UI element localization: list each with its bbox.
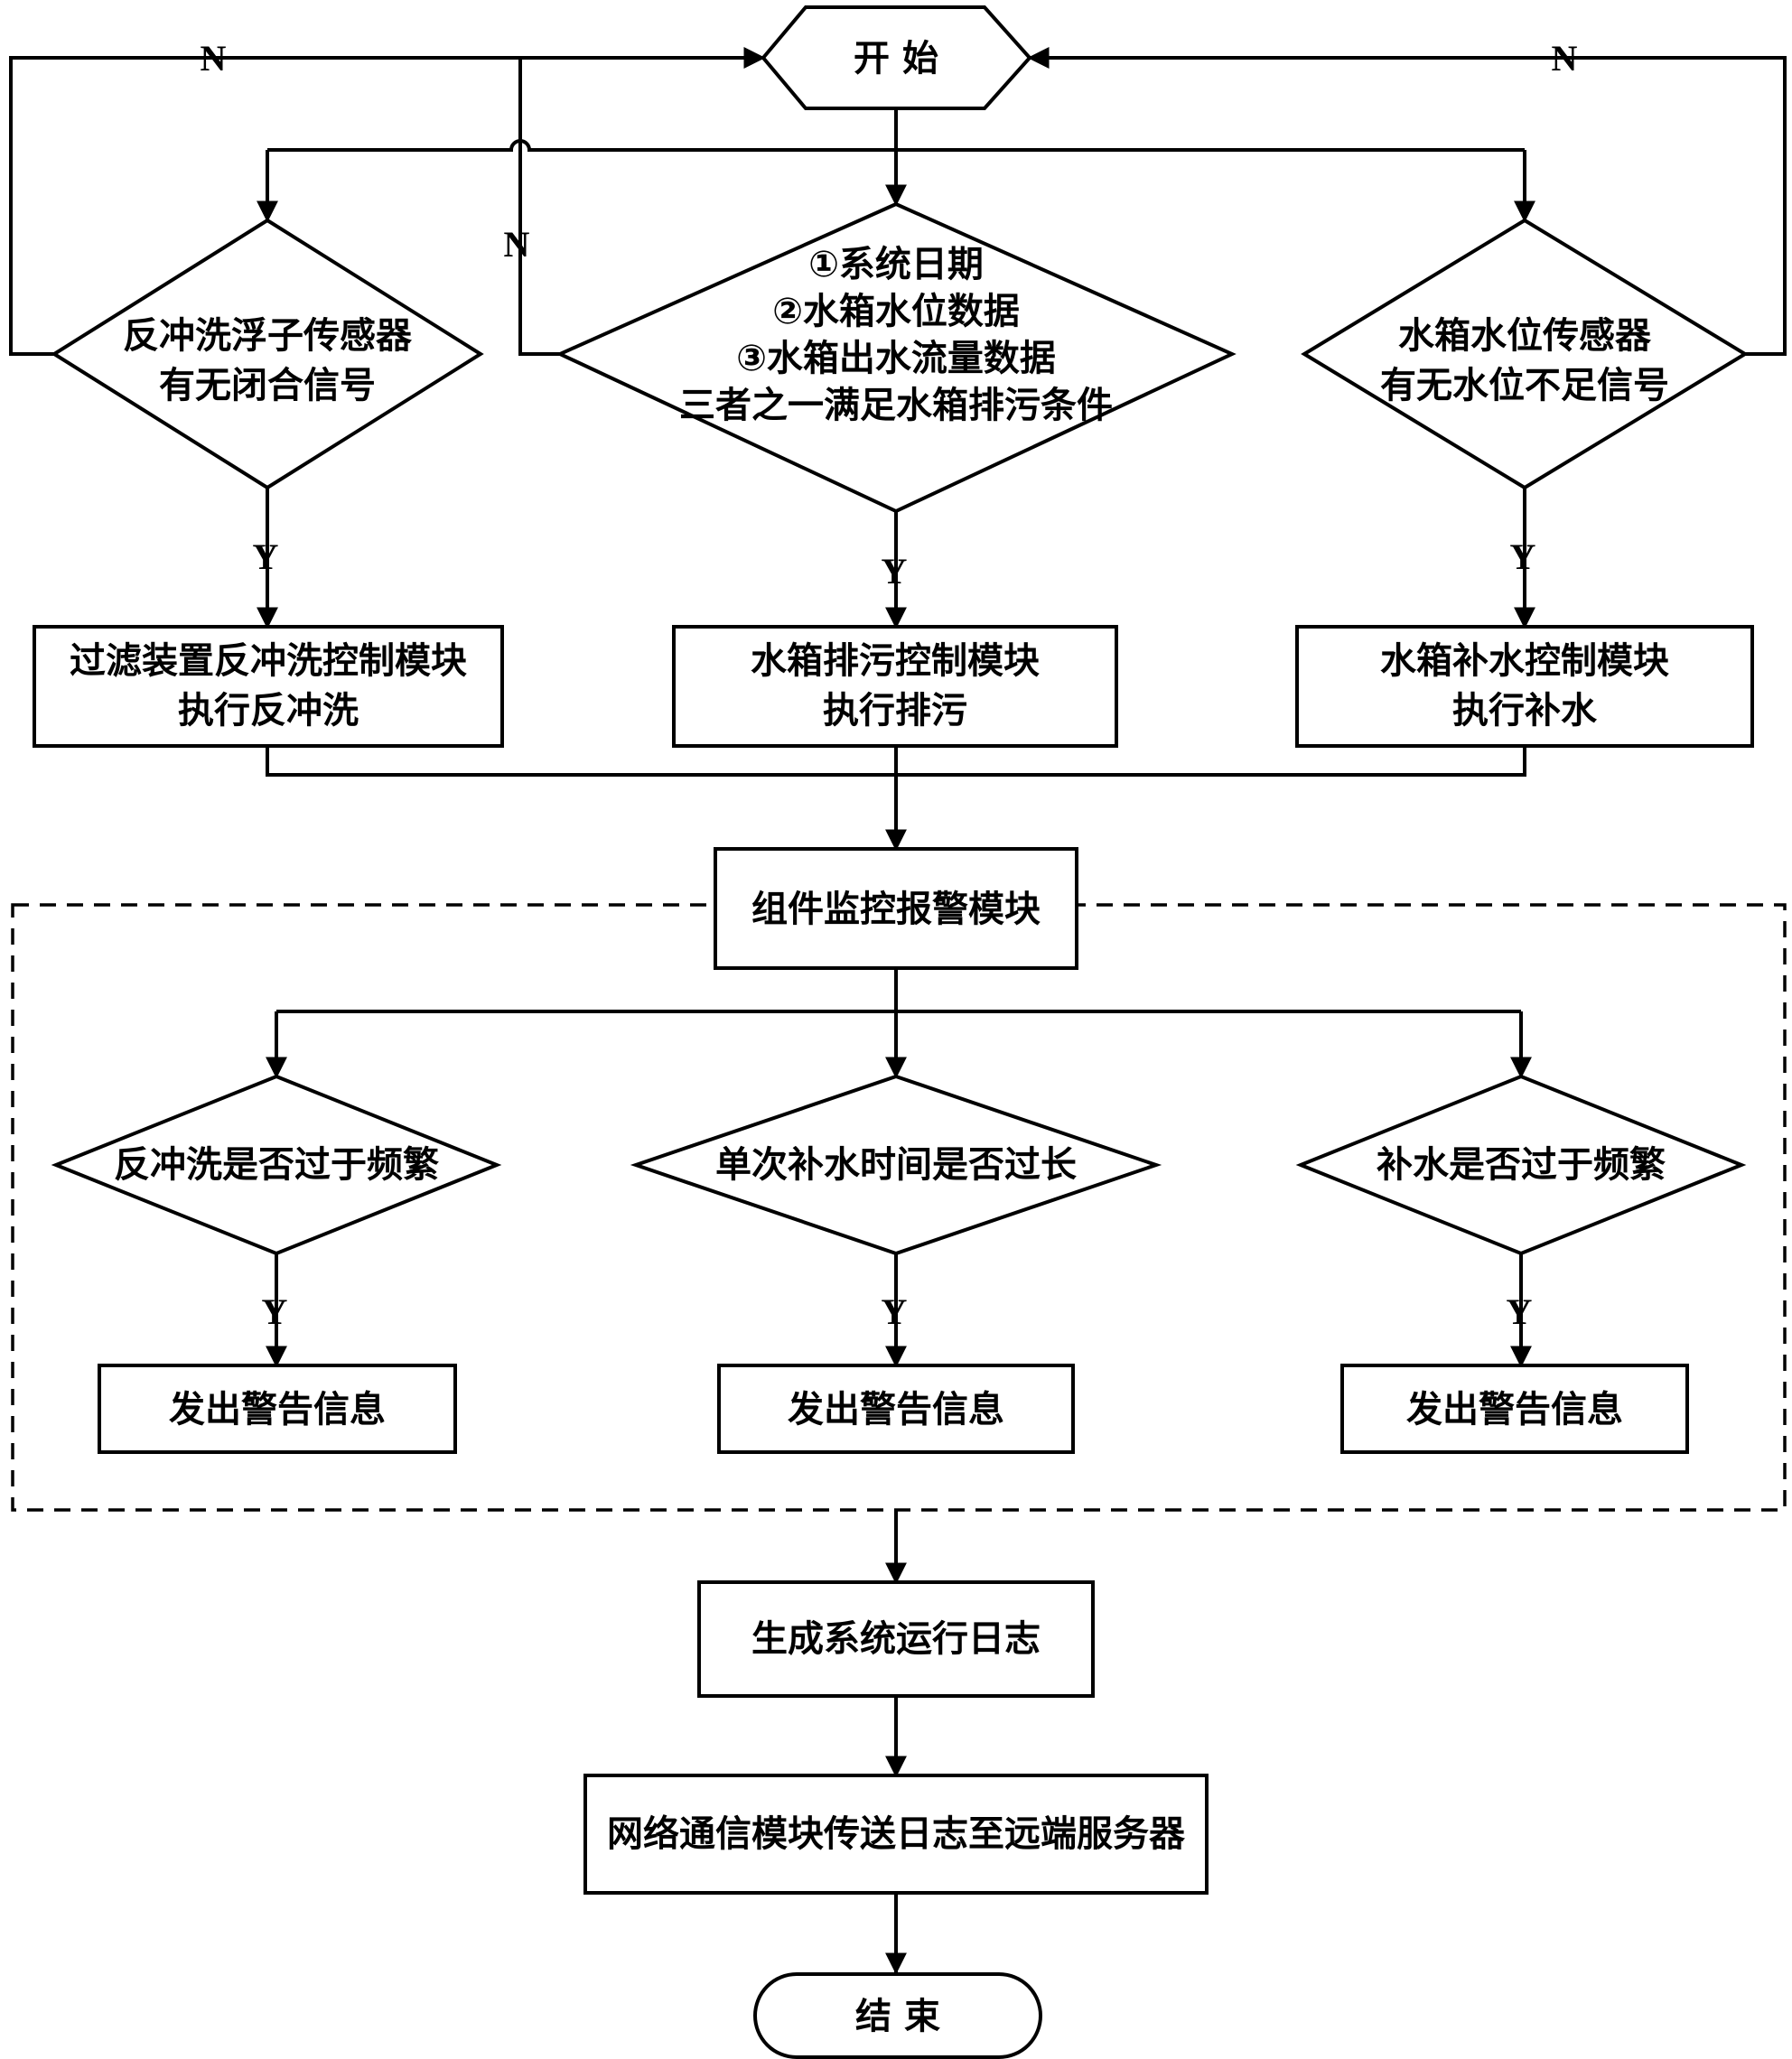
monitor-module	[714, 847, 1078, 970]
drain-module-line-1: 水箱排污控制模块	[751, 640, 1040, 682]
drain-module-line-2: 执行排污	[823, 690, 967, 731]
backwash-sensor-decision	[51, 218, 484, 490]
send-log-box	[583, 1774, 1209, 1895]
no-label-drain: N	[504, 224, 530, 265]
refill-frequency-decision	[1295, 1074, 1747, 1256]
backwash-module-line-1: 过滤装置反冲洗控制模块	[70, 640, 467, 682]
yes-label-backwash: Y	[253, 536, 279, 577]
yes-label-level: Y	[1510, 536, 1536, 577]
generate-log-label: 生成系统运行日志	[751, 1618, 1041, 1660]
refill-module-line-1: 水箱补水控制模块	[1380, 640, 1669, 682]
edge-drain-no-loop	[518, 58, 560, 356]
yes-label-warning-3: Y	[1507, 1291, 1533, 1332]
backwash-module	[33, 625, 504, 748]
warning-label-3: 发出警告信息	[1406, 1389, 1623, 1430]
generate-log-box	[697, 1580, 1095, 1698]
backwash-module-line-2: 执行反冲洗	[178, 690, 359, 731]
edge-level-no-loop	[1027, 47, 1787, 356]
send-log-label: 网络通信模块传送日志至远端服务器	[607, 1813, 1186, 1855]
monitor-group-boundary	[11, 903, 1787, 1512]
backwash-sensor-line-2: 有无闭合信号	[159, 365, 376, 406]
warning-box-3	[1340, 1364, 1689, 1454]
drain-condition-line-4: 三者之一满足水箱排污条件	[679, 385, 1113, 426]
warning-label-2: 发出警告信息	[788, 1389, 1004, 1430]
warning-label-1: 发出警告信息	[169, 1389, 386, 1430]
refill-module	[1295, 625, 1754, 748]
drain-condition-line-1: ①系统日期	[808, 244, 984, 285]
level-sensor-line-2: 有无水位不足信号	[1380, 365, 1669, 406]
connectors	[9, 47, 1787, 1975]
drain-condition-decision	[555, 201, 1237, 514]
refill-module-line-2: 执行补水	[1452, 690, 1598, 731]
drain-condition-line-2: ②水箱水位数据	[772, 291, 1020, 332]
start-node	[761, 5, 1032, 110]
level-sensor-decision	[1301, 218, 1749, 490]
refill-duration-decision	[630, 1074, 1162, 1256]
monitor-module-label: 组件监控报警模块	[751, 889, 1041, 930]
backwash-frequency-decision	[51, 1074, 502, 1256]
refill-duration-label: 单次补水时间是否过长	[715, 1144, 1077, 1186]
warning-box-2	[717, 1364, 1075, 1454]
end-node	[753, 1972, 1042, 2059]
backwash-frequency-label: 反冲洗是否过于频繁	[114, 1144, 439, 1186]
refill-frequency-label: 补水是否过于频繁	[1377, 1144, 1666, 1186]
no-label-level: N	[1552, 38, 1578, 79]
drain-module	[672, 625, 1118, 748]
end-label: 结 束	[855, 1996, 940, 2037]
no-label-backwash: N	[201, 38, 227, 79]
level-sensor-line-1: 水箱水位传感器	[1398, 315, 1652, 357]
yes-label-drain: Y	[882, 551, 908, 592]
edge-backwash-no-loop	[9, 47, 766, 356]
warning-box-1	[98, 1364, 457, 1454]
start-label: 开 始	[854, 38, 938, 79]
yes-label-warning-2: Y	[882, 1291, 908, 1332]
yes-label-warning-1: Y	[262, 1291, 288, 1332]
backwash-sensor-line-1: 反冲洗浮子传感器	[123, 315, 413, 357]
drain-condition-line-3: ③水箱出水流量数据	[736, 338, 1056, 379]
